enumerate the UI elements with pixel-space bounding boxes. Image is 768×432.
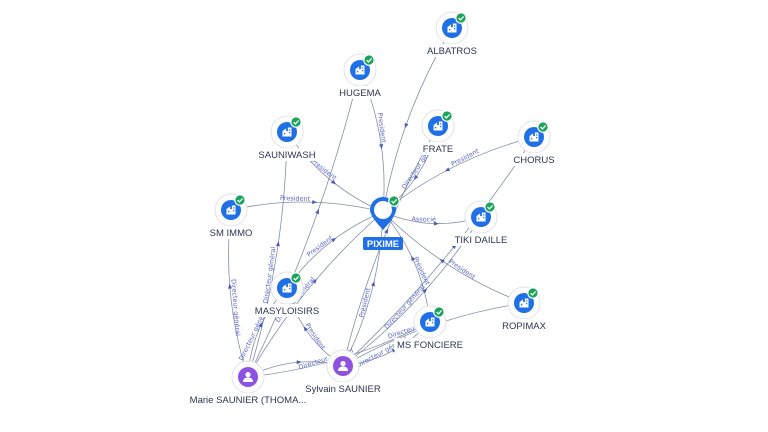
building-icon — [476, 212, 486, 222]
svg-text:MS FONCIERE: MS FONCIERE — [397, 340, 463, 351]
svg-text:TIKI DAILLE: TIKI DAILLE — [455, 235, 508, 246]
company-node-masyloisirs[interactable]: MASYLOISIRS — [251, 271, 323, 317]
edge-arrow-icon — [413, 174, 419, 181]
person-icon — [243, 372, 253, 382]
check-icon — [363, 54, 375, 66]
svg-text:PIXIME: PIXIME — [367, 239, 399, 250]
company-node-ropimax[interactable]: ROPIMAX — [499, 286, 549, 332]
building-icon — [433, 121, 443, 131]
edge-arrow-icon — [275, 241, 280, 247]
check-icon — [234, 194, 246, 206]
edge-arrow-icon — [331, 237, 337, 243]
check-icon — [290, 272, 302, 284]
edge-ropimax-pixime: President — [382, 211, 525, 304]
svg-text:SM IMMO: SM IMMO — [210, 228, 253, 239]
edge-smimmo-pixime: President — [230, 194, 384, 213]
svg-text:FRATE: FRATE — [423, 144, 453, 155]
edge-label: President — [376, 112, 388, 144]
company-node-tikidaille[interactable]: TIKI DAILLE — [451, 200, 511, 246]
edge-arrow-icon — [330, 179, 337, 185]
svg-text:Marie SAUNIER (THOMA...: Marie SAUNIER (THOMA... — [190, 395, 307, 406]
edge-arrow-icon — [303, 326, 309, 332]
edge-arrow-icon — [444, 167, 451, 172]
nodes-layer: ALBATROS HUGEMA FRATE SAUNIWASH CHORUS SM IMM… — [187, 11, 556, 406]
building-icon — [282, 283, 292, 293]
check-icon — [290, 116, 302, 128]
center-node-pixime[interactable]: PIXIME — [363, 195, 403, 250]
node-label: SM IMMO — [205, 226, 257, 239]
building-icon — [226, 205, 236, 215]
edge-label: President — [280, 194, 311, 203]
company-node-hugema[interactable]: HUGEMA — [337, 53, 383, 99]
svg-text:CHORUS: CHORUS — [513, 155, 554, 166]
node-label: TIKI DAILLE — [451, 233, 511, 246]
node-label: MS FONCIERE — [394, 338, 466, 351]
edge-arrow-icon — [384, 228, 388, 234]
person-node-sylvain[interactable]: Sylvain SAUNIER — [303, 349, 383, 395]
edge-label: President — [447, 257, 477, 281]
company-node-msfonciere[interactable]: MS FONCIERE — [394, 305, 466, 351]
svg-text:SAUNIWASH: SAUNIWASH — [258, 150, 315, 161]
edge-chorus-pixime: President — [382, 136, 535, 213]
building-icon — [529, 132, 539, 142]
company-node-albatros[interactable]: ALBATROS — [424, 11, 480, 57]
svg-text:MASYLOISIRS: MASYLOISIRS — [255, 306, 319, 317]
edge-arrow-icon — [312, 278, 317, 284]
edge-arrow-icon — [439, 259, 445, 264]
company-node-sauniwash[interactable]: SAUNIWASH — [255, 115, 319, 161]
check-icon — [484, 201, 496, 213]
node-label: Sylvain SAUNIER — [303, 382, 383, 395]
node-label: PIXIME — [363, 237, 403, 250]
node-label: Marie SAUNIER (THOMA... — [187, 393, 309, 406]
check-icon — [433, 306, 445, 318]
company-node-chorus[interactable]: CHORUS — [512, 120, 556, 166]
edge-label: President — [305, 234, 334, 259]
check-icon — [455, 12, 467, 24]
edge-label: Directeur général — [229, 279, 242, 337]
node-label: HUGEMA — [337, 86, 383, 99]
svg-text:Sylvain SAUNIER: Sylvain SAUNIER — [305, 384, 381, 395]
check-icon — [537, 121, 549, 133]
edge-arrow-icon — [371, 281, 375, 287]
edge-arrow-icon — [258, 322, 263, 328]
edge-arrow-icon — [227, 283, 232, 289]
svg-text:ROPIMAX: ROPIMAX — [502, 321, 546, 332]
edge-arrow-icon — [422, 288, 428, 294]
person-node-marie[interactable]: Marie SAUNIER (THOMA... — [187, 360, 309, 406]
edge-arrow-icon — [315, 208, 320, 215]
company-node-smimmo[interactable]: SM IMMO — [205, 193, 257, 239]
svg-text:ALBATROS: ALBATROS — [427, 46, 477, 57]
edge-label: Associé — [411, 215, 436, 223]
node-label: FRATE — [420, 142, 456, 155]
building-icon — [378, 205, 388, 215]
edge-arrow-icon — [433, 221, 439, 226]
edge-marie-hugema — [247, 69, 361, 378]
edge-label: President — [358, 287, 373, 319]
building-icon — [447, 23, 457, 33]
company-node-frate[interactable]: FRATE — [420, 109, 456, 155]
check-icon — [441, 110, 453, 122]
check-icon — [527, 287, 539, 299]
edge-label: President — [304, 322, 328, 352]
node-label: ALBATROS — [424, 44, 480, 57]
edge-arrow-icon — [296, 360, 302, 365]
building-icon — [355, 65, 365, 75]
check-icon — [388, 195, 400, 207]
edge-arrow-icon — [404, 123, 409, 129]
node-label: MASYLOISIRS — [251, 304, 323, 317]
edge-arrow-icon — [411, 255, 416, 262]
node-label: ROPIMAX — [499, 319, 549, 332]
svg-text:HUGEMA: HUGEMA — [339, 88, 381, 99]
edge-arrow-icon — [379, 143, 384, 150]
node-label: SAUNIWASH — [255, 148, 319, 161]
person-icon — [338, 361, 348, 371]
building-icon — [425, 317, 435, 327]
building-icon — [519, 298, 529, 308]
building-icon — [282, 127, 292, 137]
node-label: CHORUS — [512, 153, 556, 166]
edge-arrow-icon — [312, 200, 318, 205]
